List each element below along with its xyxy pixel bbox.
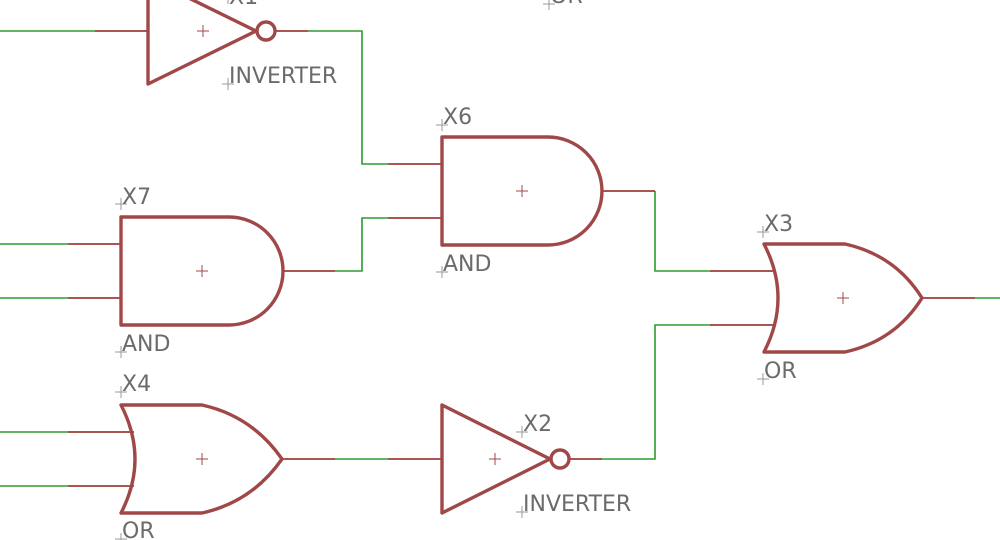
label-anchor-icon xyxy=(222,78,234,90)
gate-name-label: X2 xyxy=(523,412,552,437)
label-anchor-icon xyxy=(227,0,229,4)
label-anchor-icon xyxy=(436,119,448,131)
and-gate-symbol xyxy=(440,135,604,247)
gate-type-label: INVERTER xyxy=(229,64,337,89)
gate-x2[interactable]: X2 INVERTER xyxy=(440,403,631,518)
gate-name-label: X4 xyxy=(122,372,151,397)
gate-type-label: OR xyxy=(550,0,583,9)
pins xyxy=(68,30,975,487)
gate-type-label: OR xyxy=(764,359,797,384)
gate-x6[interactable]: X6 AND xyxy=(436,105,604,278)
origin-cross-icon xyxy=(489,453,501,465)
label-anchor-icon xyxy=(115,533,127,540)
gate-type-label: OR xyxy=(122,519,155,540)
wire-x6-to-x3 xyxy=(654,191,710,272)
label-anchor-icon xyxy=(436,266,448,278)
gate-type-label: AND xyxy=(122,332,170,357)
inversion-bubble xyxy=(549,448,571,470)
inverter-symbol xyxy=(440,403,552,515)
inversion-bubble xyxy=(255,20,277,42)
label-anchor-icon xyxy=(757,373,769,385)
origin-cross-icon xyxy=(197,25,209,37)
label-anchor-icon xyxy=(757,226,769,238)
gate-type-label: AND xyxy=(443,252,491,277)
inverter-symbol xyxy=(146,0,258,86)
label-anchor-icon xyxy=(115,198,127,210)
origin-cross-icon xyxy=(196,453,208,465)
or-gate-symbol xyxy=(762,242,924,354)
or-gate-symbol xyxy=(119,403,284,515)
origin-cross-icon xyxy=(837,292,849,304)
label-anchor-icon xyxy=(115,346,127,358)
label-anchor-icon xyxy=(115,386,127,398)
gate-type-label: INVERTER xyxy=(523,492,631,517)
origin-cross-icon xyxy=(196,265,208,277)
wire-x2-to-x3 xyxy=(602,324,710,460)
label-anchor-icon xyxy=(516,506,528,518)
origin-cross-icon xyxy=(516,185,528,197)
and-gate-symbol xyxy=(119,215,285,327)
wire-x7-to-x6 xyxy=(335,217,388,272)
gate-name-label: X1 xyxy=(229,0,258,10)
gate-name-label: X3 xyxy=(764,212,793,237)
label-anchor-icon xyxy=(543,0,555,10)
gate-x4[interactable]: X4 OR xyxy=(115,372,284,540)
gate-name-label: X6 xyxy=(443,105,472,130)
label-anchor-icon xyxy=(516,426,528,438)
wire-x1-to-x6 xyxy=(308,30,388,165)
gate-x3[interactable]: X3 OR xyxy=(757,212,924,385)
wires xyxy=(0,30,1000,487)
gate-name-label: X7 xyxy=(122,185,151,210)
partial-gate-top: OR xyxy=(543,0,583,10)
gate-x1[interactable]: X1 INVERTER xyxy=(146,0,337,90)
gate-x7[interactable]: X7 AND xyxy=(115,185,285,358)
